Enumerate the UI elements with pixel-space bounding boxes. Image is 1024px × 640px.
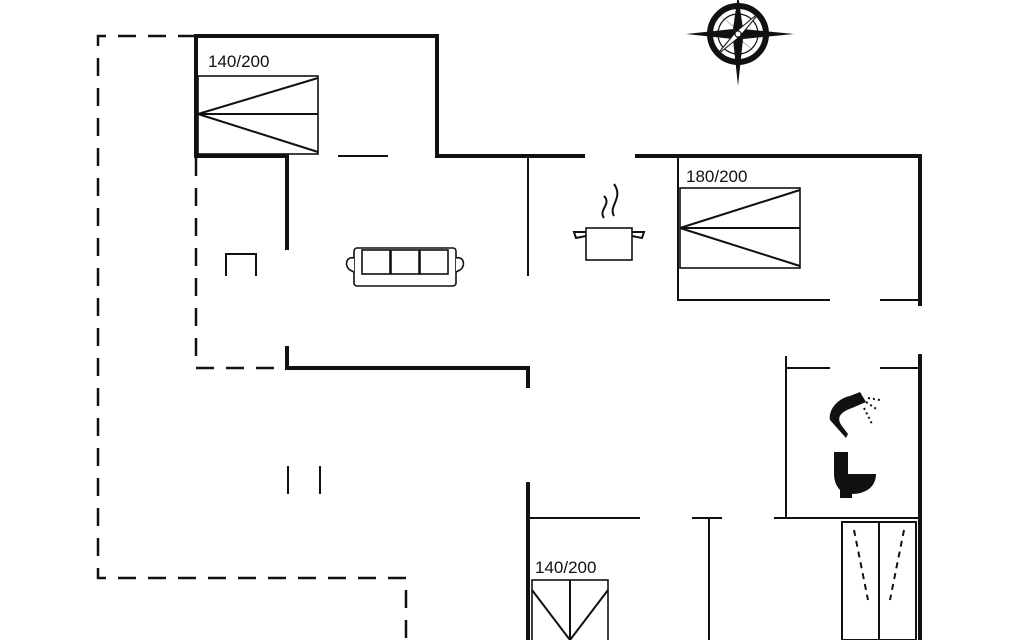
shower-enclosure (841, 521, 917, 640)
bed-size-label: 140/200 (535, 558, 596, 577)
bed-size-label: 180/200 (686, 167, 747, 186)
toilet-icon (834, 452, 876, 498)
sofa-icon (345, 247, 465, 287)
bed-icon (679, 187, 801, 269)
bed-icon (197, 75, 319, 155)
walls (194, 34, 922, 640)
bed-icon (531, 579, 609, 640)
cooking-pot-icon (572, 183, 646, 261)
terrace-outline (96, 34, 408, 640)
chair-icon (225, 253, 257, 276)
shower-icon (829, 392, 881, 438)
compass-rose-icon (686, 0, 794, 86)
bed-size-label: 140/200 (208, 52, 269, 71)
